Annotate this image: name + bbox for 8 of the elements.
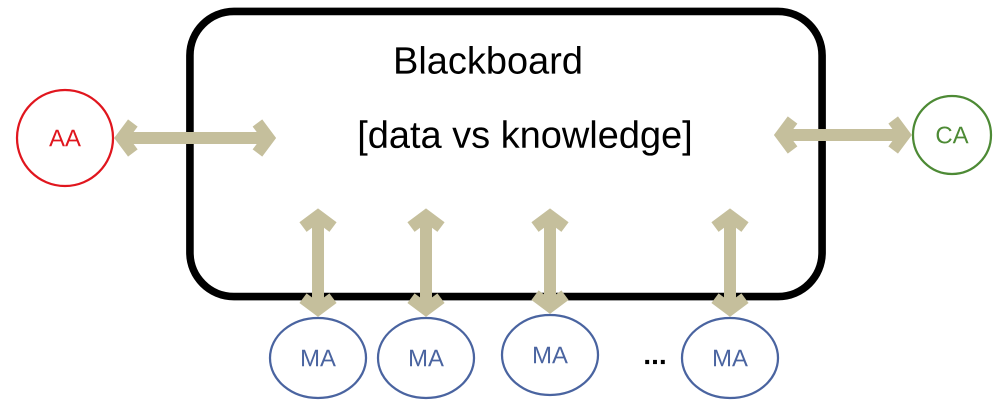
double-arrow bbox=[774, 116, 912, 154]
blackboard-box: Blackboard [data vs knowledge] bbox=[186, 8, 826, 300]
double-arrow bbox=[711, 208, 749, 317]
double-arrow bbox=[407, 208, 445, 317]
double-arrow bbox=[299, 208, 337, 317]
ellipsis-text: ... bbox=[645, 360, 665, 364]
double-arrow bbox=[114, 119, 276, 157]
double-arrow bbox=[531, 208, 569, 314]
